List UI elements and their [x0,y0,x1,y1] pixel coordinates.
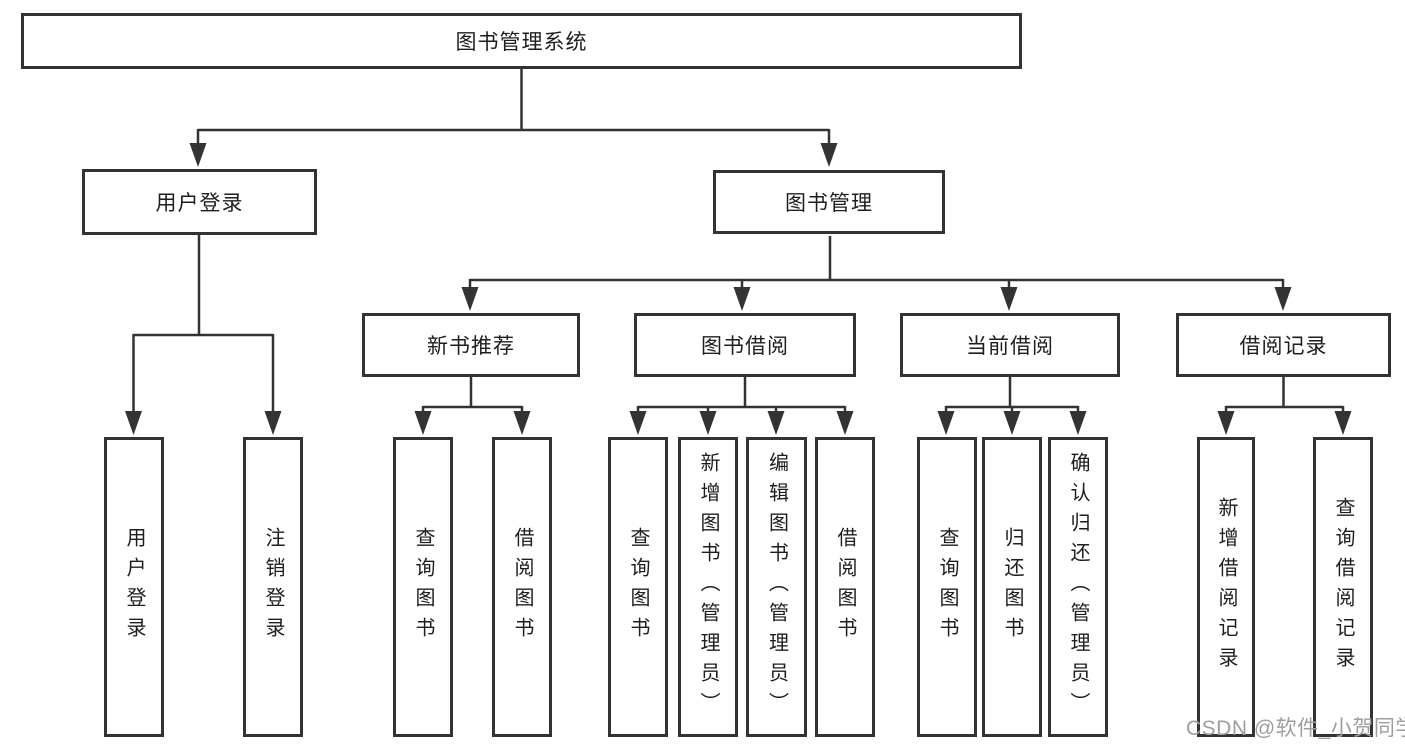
leaf-logout: 注销登录 [243,437,303,737]
leaf-return-books: 归还图书 [982,437,1042,737]
node-user-login: 用户登录 [82,169,317,235]
arrowheads [125,143,1352,435]
leaf-query-borrow-record: 查询借阅记录 [1313,437,1373,737]
leaf-query-books-current: 查询图书 [917,437,977,737]
leaf-edit-book-admin: 编辑图书（管理员） [746,437,807,737]
node-new-book-recommend: 新书推荐 [362,313,580,377]
leaf-query-books-borrow: 查询图书 [608,437,668,737]
node-borrow-records: 借阅记录 [1176,313,1391,377]
csdn-watermark: CSDN @软件_小贺同学 [1186,717,1405,740]
leaf-borrow-books-recommend: 借阅图书 [492,437,552,737]
node-current-borrow: 当前借阅 [900,313,1120,377]
leaf-confirm-return-admin: 确认归还（管理员） [1048,437,1108,737]
node-book-management: 图书管理 [713,170,945,234]
leaf-query-books-recommend: 查询图书 [393,437,453,737]
node-library-management-system: 图书管理系统 [21,13,1022,69]
leaf-add-borrow-record: 新增借阅记录 [1197,437,1255,737]
leaf-borrow-books: 借阅图书 [815,437,875,737]
leaf-user-login: 用户登录 [104,437,164,737]
node-book-borrow: 图书借阅 [634,313,856,377]
leaf-add-book-admin: 新增图书（管理员） [678,437,738,737]
